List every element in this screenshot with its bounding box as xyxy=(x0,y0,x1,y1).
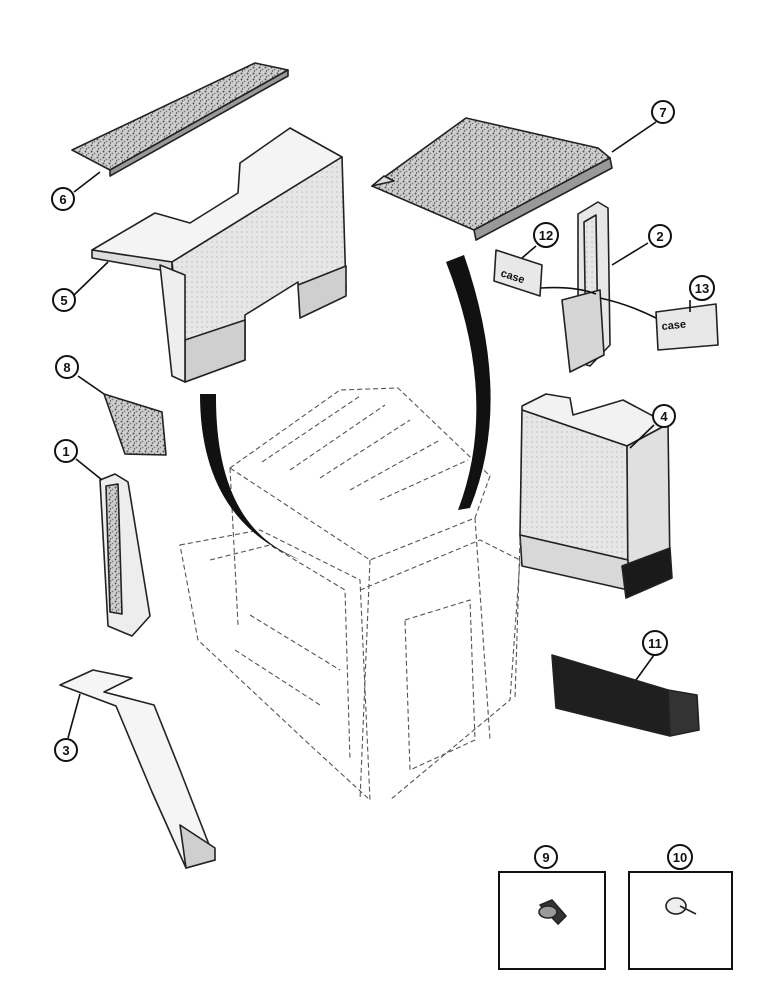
decal-13-text: case xyxy=(661,318,687,332)
callout-4: 4 xyxy=(652,404,676,428)
leader-3 xyxy=(67,693,81,739)
leader-5 xyxy=(73,261,109,296)
callout-2: 2 xyxy=(648,224,672,248)
leader-7 xyxy=(611,121,657,153)
part-9-box xyxy=(498,871,606,970)
callout-8: 8 xyxy=(55,355,79,379)
callout-1: 1 xyxy=(54,439,78,463)
svg-text:1: 1 xyxy=(62,444,69,459)
callout-10: 10 xyxy=(667,844,693,870)
svg-text:7: 7 xyxy=(659,105,666,120)
part-1-side-pillar xyxy=(99,473,151,637)
callout-7: 7 xyxy=(651,100,675,124)
part-3-floor-trim xyxy=(59,669,216,869)
svg-text:4: 4 xyxy=(660,409,668,424)
callout-12: 12 xyxy=(533,222,559,248)
svg-text:11: 11 xyxy=(648,636,662,651)
part-12-decal: case xyxy=(493,249,543,297)
svg-text:2: 2 xyxy=(656,229,663,244)
part-7-roof-liner xyxy=(371,117,613,241)
part-10-box xyxy=(628,871,733,970)
callout-6: 6 xyxy=(51,187,75,211)
part-6-headliner xyxy=(71,62,289,177)
leader-6 xyxy=(73,171,101,193)
leader-11 xyxy=(635,654,655,681)
arrow-curve-left xyxy=(200,394,300,560)
leader-12 xyxy=(521,245,537,259)
part-4-console-panel xyxy=(519,393,673,599)
leader-4 xyxy=(629,424,655,449)
svg-text:5: 5 xyxy=(60,293,67,308)
cab-outline xyxy=(179,387,521,802)
callout-3: 3 xyxy=(54,738,78,762)
part-13-decal: case xyxy=(655,303,719,351)
svg-text:3: 3 xyxy=(62,743,69,758)
leader-12-arrow xyxy=(540,286,597,295)
leader-1 xyxy=(75,458,103,481)
callout-9: 9 xyxy=(534,845,558,869)
callout-11: 11 xyxy=(642,630,668,656)
leader-13-arrow xyxy=(599,297,657,319)
svg-text:9: 9 xyxy=(542,850,549,865)
svg-text:12: 12 xyxy=(539,228,553,243)
callout-13: 13 xyxy=(689,275,715,301)
part-8-foam-pad xyxy=(103,393,167,456)
arrow-curve-right xyxy=(446,255,491,510)
part-5-rear-panel xyxy=(91,127,347,383)
svg-text:13: 13 xyxy=(695,281,709,296)
callout-5: 5 xyxy=(52,288,76,312)
part-11-dark-strip xyxy=(551,654,700,737)
leader-8 xyxy=(77,375,105,395)
svg-text:6: 6 xyxy=(59,192,66,207)
svg-text:8: 8 xyxy=(63,360,70,375)
svg-text:10: 10 xyxy=(673,850,687,865)
leader-2 xyxy=(611,242,649,266)
part-2-pillar-trim xyxy=(561,201,611,373)
